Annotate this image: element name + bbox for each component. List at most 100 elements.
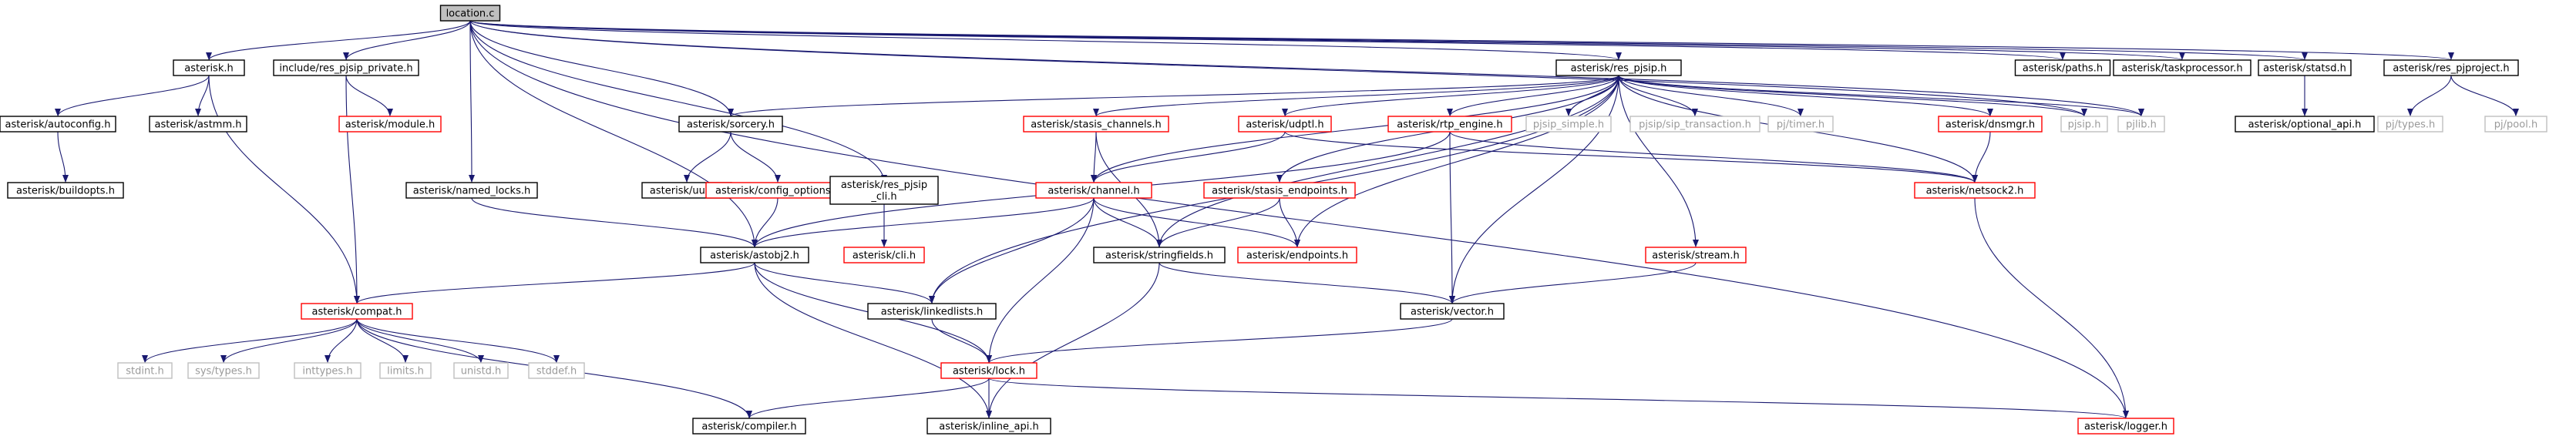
node-asterisk-compiler-h[interactable]: asterisk/compiler.h [692, 418, 806, 435]
node-asterisk-lock-h[interactable]: asterisk/lock.h [940, 362, 1037, 379]
edge-asterisk-res-pjproject-h-to-pj-pool-h [2450, 75, 2519, 117]
node-label: asterisk/statsd.h [2263, 63, 2346, 75]
edge-location-c-to-pjlib-h [469, 20, 2144, 117]
node-box [1938, 116, 2043, 133]
node-asterisk-named-locks-h[interactable]: asterisk/named_locks.h [405, 182, 538, 199]
edge-asterisk-udptl-h-to-asterisk-netsock2-h [1284, 131, 1978, 183]
edges-layer [55, 20, 2519, 419]
node-box [439, 5, 501, 22]
node-box [926, 418, 1051, 435]
node-box [0, 116, 116, 133]
node-asterisk-paths-h[interactable]: asterisk/paths.h [2014, 59, 2111, 76]
node-box [7, 182, 124, 199]
edge-asterisk-channel-h-to-asterisk-stringfields-h [1093, 197, 1162, 248]
edge-asterisk-h-to-asterisk-compat-h [208, 75, 360, 304]
node-label: asterisk/stringfields.h [1105, 250, 1213, 262]
edge-asterisk-autoconfig-h-to-asterisk-buildopts-h [57, 131, 69, 183]
node-box [1555, 59, 1682, 76]
edge-asterisk-linkedlists-h-to-asterisk-lock-h [931, 318, 992, 364]
node-include-res-pjsip-private-h[interactable]: include/res_pjsip_private.h [273, 59, 419, 76]
node-asterisk-endpoints-h[interactable]: asterisk/endpoints.h [1237, 247, 1357, 263]
node-box [528, 362, 585, 379]
node-label: asterisk/stasis_channels.h [1031, 119, 1162, 131]
node-box [1914, 182, 2036, 199]
node-box [2258, 59, 2352, 76]
node-pjsip-sip-transaction-h: pjsip/sip_transaction.h [1629, 116, 1760, 133]
node-asterisk-res-pjsip-cli-h[interactable]: asterisk/res_pjsip_cli.h [829, 176, 939, 205]
node-asterisk-stream-h[interactable]: asterisk/stream.h [1645, 247, 1747, 263]
node-box [173, 59, 245, 76]
node-asterisk-rtp-engine-h[interactable]: asterisk/rtp_engine.h [1387, 116, 1512, 133]
edge-asterisk-vector-h-to-asterisk-lock-h [986, 318, 1453, 364]
node-asterisk-compat-h[interactable]: asterisk/compat.h [301, 303, 413, 320]
node-asterisk-astmm-h[interactable]: asterisk/astmm.h [149, 116, 247, 133]
node-label: asterisk/cli.h [853, 250, 916, 262]
edge-asterisk-astobj2-h-to-asterisk-linkedlists-h [754, 262, 935, 304]
edge-asterisk-res-pjsip-h-to-asterisk-stasis-channels-h [1093, 75, 1619, 117]
node-asterisk-channel-h[interactable]: asterisk/channel.h [1035, 182, 1152, 199]
node-asterisk-netsock2-h[interactable]: asterisk/netsock2.h [1914, 182, 2036, 199]
edge-asterisk-stringfields-h-to-asterisk-inline-api-h [986, 262, 1160, 419]
node-box [405, 182, 538, 199]
node-asterisk-stringfields-h[interactable]: asterisk/stringfields.h [1093, 247, 1226, 263]
node-asterisk-cli-h[interactable]: asterisk/cli.h [843, 247, 925, 263]
node-box [453, 362, 509, 379]
node-asterisk-autoconfig-h[interactable]: asterisk/autoconfig.h [0, 116, 116, 133]
node-box [678, 116, 783, 133]
edge-asterisk-h-to-asterisk-autoconfig-h [55, 75, 210, 117]
node-label: stdint.h [126, 366, 163, 378]
node-asterisk-dnsmgr-h[interactable]: asterisk/dnsmgr.h [1938, 116, 2043, 133]
node-asterisk-astobj2-h[interactable]: asterisk/astobj2.h [700, 247, 809, 263]
node-asterisk-h[interactable]: asterisk.h [173, 59, 245, 76]
node-asterisk-config-options-h[interactable]: asterisk/config_options.h [705, 182, 850, 199]
node-box [1023, 116, 1169, 133]
node-asterisk-res-pjproject-h[interactable]: asterisk/res_pjproject.h [2383, 59, 2519, 76]
node-limits-h: limits.h [379, 362, 432, 379]
node-label: asterisk/compiler.h [701, 421, 796, 433]
edge-asterisk-stasis-channels-h-to-asterisk-channel-h [1091, 131, 1098, 183]
edge-asterisk-dnsmgr-h-to-asterisk-netsock2-h [1972, 131, 1991, 183]
node-asterisk-statsd-h[interactable]: asterisk/statsd.h [2258, 59, 2352, 76]
edge-asterisk-res-pjsip-h-to-asterisk-endpoints-h [1294, 75, 1619, 248]
edge-location-c-to-asterisk-res-pjsip-h [469, 20, 1622, 61]
node-label: limits.h [387, 366, 424, 378]
edge-asterisk-compat-h-to-limits-h [356, 318, 409, 364]
node-box [379, 362, 432, 379]
node-asterisk-stasis-endpoints-h[interactable]: asterisk/stasis_endpoints.h [1203, 182, 1356, 199]
node-box [301, 303, 413, 320]
node-box [2484, 116, 2547, 133]
node-box [940, 362, 1037, 379]
node-asterisk-udptl-h[interactable]: asterisk/udptl.h [1238, 116, 1332, 133]
node-asterisk-taskprocessor-h[interactable]: asterisk/taskprocessor.h [2113, 59, 2251, 76]
node-label: asterisk/inline_api.h [939, 421, 1039, 433]
node-label: asterisk/compat.h [312, 307, 402, 318]
edge-asterisk-netsock2-h-to-asterisk-logger-h [1974, 197, 2129, 419]
node-box [117, 362, 173, 379]
node-pjsip-simple-h: pjsip_simple.h [1525, 116, 1612, 133]
edge-location-c-to-asterisk-astobj2-h [469, 20, 758, 248]
node-asterisk-res-pjsip-h[interactable]: asterisk/res_pjsip.h [1555, 59, 1682, 76]
node-location-c[interactable]: location.c [439, 5, 501, 22]
edge-asterisk-stream-h-to-asterisk-vector-h [1449, 262, 1697, 304]
node-label: include/res_pjsip_private.h [279, 63, 412, 75]
node-label: asterisk/res_pjsip [841, 180, 927, 191]
node-asterisk-sorcery-h[interactable]: asterisk/sorcery.h [678, 116, 783, 133]
node-asterisk-buildopts-h[interactable]: asterisk/buildopts.h [7, 182, 124, 199]
node-asterisk-inline-api-h[interactable]: asterisk/inline_api.h [926, 418, 1051, 435]
node-box [2235, 116, 2375, 133]
edge-asterisk-rtp-engine-h-to-asterisk-netsock2-h [1449, 131, 1978, 183]
node-asterisk-module-h[interactable]: asterisk/module.h [338, 116, 442, 133]
edge-location-c-to-asterisk-paths-h [469, 20, 2066, 61]
edge-asterisk-compat-h-to-sys-types-h [220, 318, 358, 364]
edge-asterisk-res-pjproject-h-to-pj-types-h [2407, 75, 2452, 117]
edge-asterisk-stasis-endpoints-h-to-asterisk-stringfields-h [1156, 197, 1280, 248]
node-asterisk-stasis-channels-h[interactable]: asterisk/stasis_channels.h [1023, 116, 1169, 133]
node-asterisk-logger-h[interactable]: asterisk/logger.h [2077, 418, 2174, 435]
node-asterisk-vector-h[interactable]: asterisk/vector.h [1400, 303, 1505, 320]
edge-asterisk-compat-h-to-stddef-h [356, 318, 560, 364]
node-asterisk-linkedlists-h[interactable]: asterisk/linkedlists.h [867, 303, 997, 320]
edge-asterisk-res-pjsip-h-to-asterisk-dnsmgr-h [1618, 75, 1993, 117]
node-label: pj/types.h [2386, 119, 2435, 131]
edge-asterisk-rtp-engine-h-to-asterisk-vector-h [1448, 131, 1455, 304]
node-asterisk-optional-api-h[interactable]: asterisk/optional_api.h [2235, 116, 2375, 133]
